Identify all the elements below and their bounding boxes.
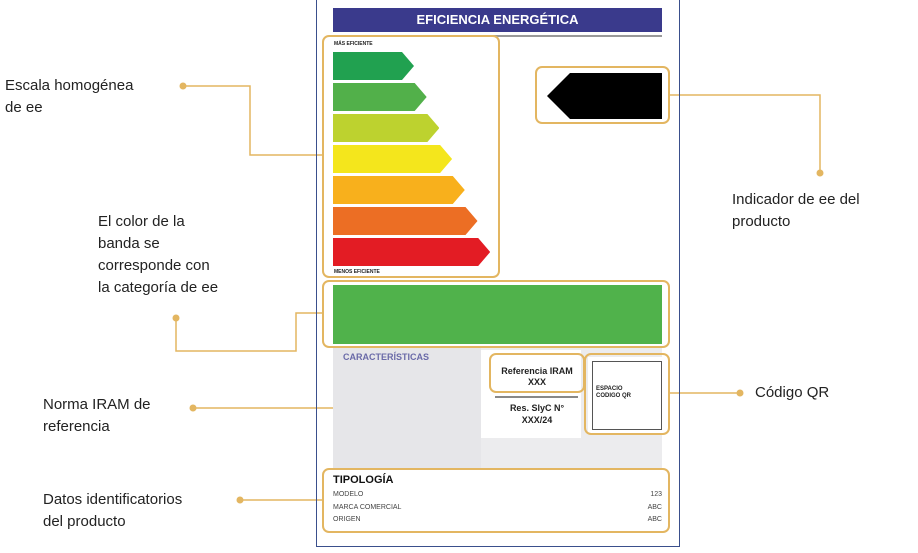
iram-highlight [489, 353, 585, 393]
category-band [333, 285, 662, 344]
efficiency-bar [333, 83, 427, 111]
resolution: Res. SlyC N° XXX/24 [485, 402, 589, 426]
typology-row: MODELO 123 [333, 491, 662, 498]
row-value: ABC [647, 516, 662, 523]
characteristics-left [333, 348, 481, 468]
qr-text-2: CODIGO QR [596, 393, 632, 399]
typology-row: ORIGEN ABC [333, 516, 662, 523]
row-value: 123 [650, 491, 662, 498]
label-title: EFICIENCIA ENERGÉTICA [333, 8, 662, 32]
annotation-qr: Código QR [755, 384, 830, 401]
res-value: XXX/24 [521, 415, 553, 425]
scale-highlight [322, 35, 500, 278]
efficiency-bar [333, 114, 439, 142]
indicator-highlight [535, 66, 670, 124]
efficiency-bar [333, 145, 452, 173]
energy-label [316, 0, 680, 547]
typology-highlight [322, 468, 670, 533]
scale-bottom-label: MENOS EFICIENTE [334, 269, 380, 275]
row-value: ABC [647, 504, 662, 511]
row-key: MARCA COMERCIAL [333, 504, 402, 511]
res-label: Res. SlyC N° [509, 403, 565, 413]
efficiency-bar [333, 238, 490, 266]
iram-reference: Referencia IRAM XXX [489, 366, 585, 388]
row-key: ORIGEN [333, 516, 361, 523]
qr-frame: ESPACIO CODIGO QR [592, 361, 662, 430]
qr-space [588, 357, 666, 433]
iram-label: Referencia IRAM [501, 366, 573, 376]
qr-text-1: ESPACIO [596, 386, 623, 392]
typology-row: MARCA COMERCIAL ABC [333, 504, 662, 511]
row-key: MODELO [333, 491, 364, 498]
efficiency-bar [333, 52, 414, 80]
qr-highlight [584, 353, 670, 435]
scale-top-label: MÁS EFICIENTE [334, 41, 373, 47]
efficiency-bar [333, 176, 465, 204]
characteristics-title: CARACTERÍSTICAS [343, 352, 430, 362]
typology-title: TIPOLOGÍA [333, 474, 394, 486]
res-divider [495, 396, 578, 398]
indicator-arrow [547, 73, 662, 119]
reference-area [481, 350, 581, 438]
iram-value: XXX [527, 377, 546, 387]
band-highlight [322, 280, 670, 348]
efficiency-bar [333, 207, 478, 235]
